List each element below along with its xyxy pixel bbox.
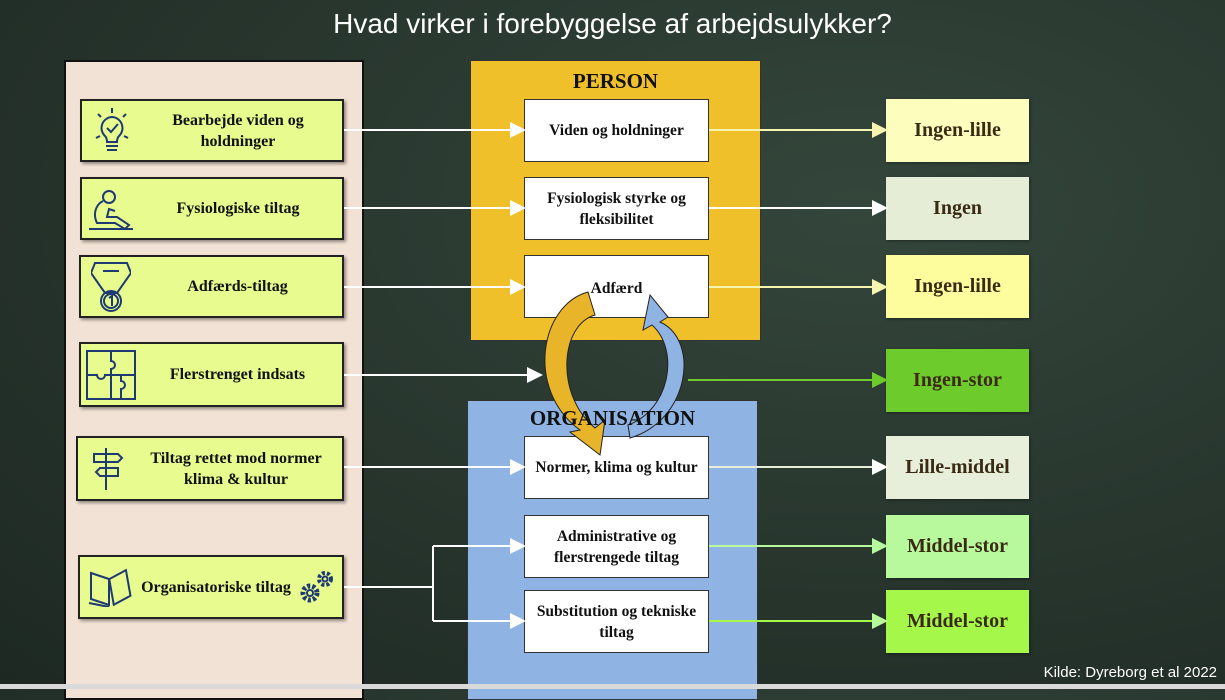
org-substitution: Substitution og tekniske tiltag [524,590,709,653]
gears-icon [292,557,342,617]
intervention-physiological: Fysiologiske tiltag [80,177,344,240]
effect-box: Middel-stor [886,590,1029,653]
cycle-arrow-blue [627,293,685,439]
bottom-strip [0,684,1225,689]
org-norms: Normer, klima og kultur [524,436,709,499]
intervention-multifaceted: Flerstrenget indsats [79,342,344,407]
intervention-organisational: Organisatoriske tiltag [78,555,344,619]
source-citation: Kilde: Dyreborg et al 2022 [1043,664,1217,681]
intervention-label: Fysiologiske tiltag [176,200,300,217]
intervention-norms: Tiltag rettet mod normer klima & kultur [76,436,344,501]
intervention-label: Organisatoriske tiltag [141,578,291,596]
intervention-knowledge: Bearbejde viden og holdninger [80,99,344,162]
intervention-behaviour: Adfærds-tiltag [79,255,344,318]
lightbulb-check-icon [82,101,142,160]
org-administrative: Administrative og flerstrengede tiltag [524,515,709,578]
medal-icon [81,257,141,316]
effect-box: Ingen-stor [886,349,1029,412]
arrow [344,545,524,622]
intervention-label: Tiltag rettet mod normer klima & kultur [150,449,322,488]
effect-box: Ingen-lille [886,99,1029,162]
intervention-label: Bearbejde viden og holdninger [172,111,304,150]
intervention-label: Flerstrenget indsats [169,366,306,383]
effect-box: Ingen-lille [886,255,1029,318]
effect-box: Ingen [886,177,1029,240]
cycle-arrow-gold [544,291,606,456]
effect-box: Lille-middel [886,436,1029,499]
effect-box: Middel-stor [886,515,1029,578]
puzzle-icon [81,344,141,405]
person-title: PERSON [572,69,659,93]
organisation-title: ORGANISATION [529,406,696,430]
signpost-icon [78,438,138,499]
situp-exercise-icon [82,179,142,238]
slide-title: Hvad virker i forebyggelse af arbejdsuly… [333,8,892,39]
person-behaviour: Adfærd [524,255,709,318]
book-icon [80,557,140,617]
intervention-label: Adfærds-tiltag [187,278,288,295]
person-strength: Fysiologisk styrke og fleksibilitet [524,177,709,240]
